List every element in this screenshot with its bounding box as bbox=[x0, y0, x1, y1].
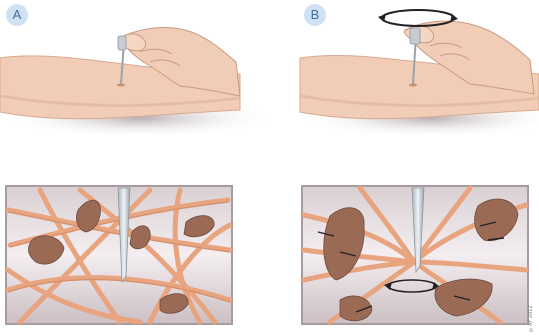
panel-a-tissue bbox=[6, 186, 232, 324]
needle-a-handle bbox=[118, 36, 126, 50]
needle-b-handle bbox=[410, 28, 420, 44]
panel-a-arm-scene bbox=[0, 28, 275, 138]
panel-b-arm-scene bbox=[300, 10, 539, 138]
rotation-arrow-icon bbox=[378, 10, 458, 26]
credit-text: ©AF 2012 bbox=[528, 292, 538, 332]
panel-b-tissue bbox=[302, 186, 528, 324]
